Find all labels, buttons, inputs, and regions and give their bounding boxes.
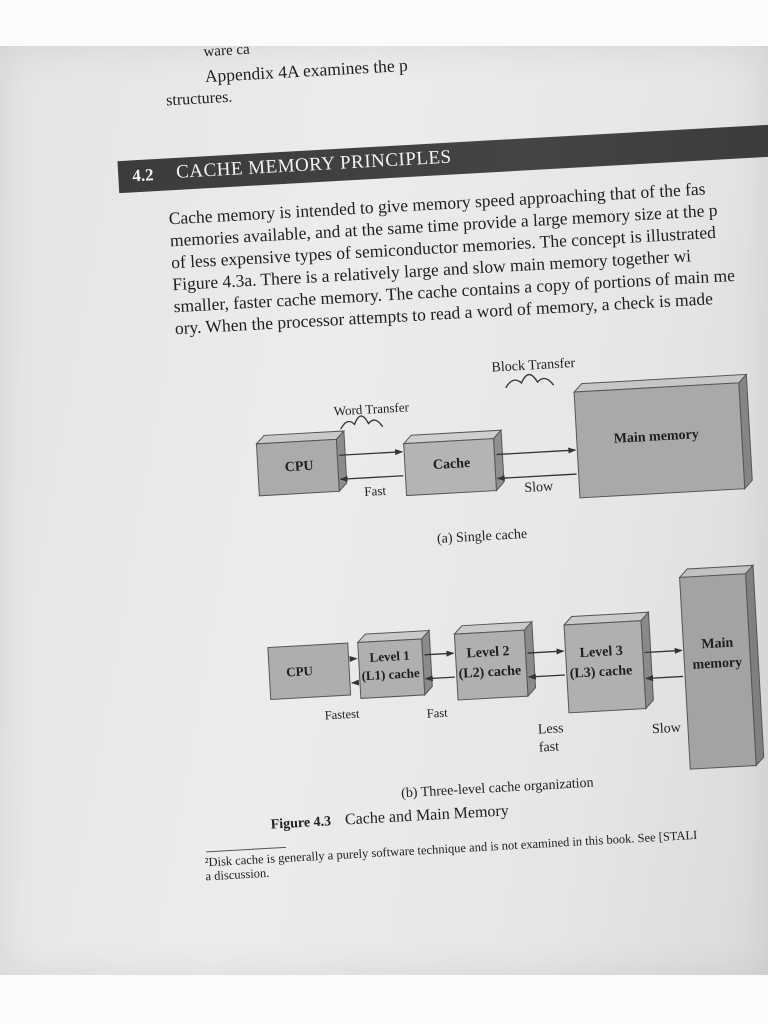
page-content: ware ca Appendix 4A examines the p struc… — [0, 46, 768, 976]
l2-cache-box — [453, 620, 537, 701]
arrow-l3-to-l2 — [527, 673, 565, 680]
arrow-l1-to-l2 — [424, 650, 455, 657]
main-memory-box-a — [572, 373, 753, 499]
arrow-cache-to-cpu — [339, 475, 404, 482]
less-fast-label-line1: Less — [537, 721, 564, 738]
figure-number: Figure 4.3 — [270, 814, 332, 833]
arrow-main-to-l3 — [645, 675, 684, 682]
l3-cache-box — [562, 611, 654, 714]
l1-cache-box — [356, 629, 433, 699]
less-fast-label-line2: fast — [538, 739, 560, 756]
fast-label-a: Fast — [363, 482, 387, 499]
word-transfer-brace — [340, 415, 384, 430]
main-label-line2: memory — [692, 655, 743, 673]
arrow-main-to-cache — [496, 473, 577, 482]
l3-label-line1: Level 3 — [579, 643, 624, 662]
main-memory-box-b — [678, 564, 765, 770]
arrow-l2-to-l1 — [424, 675, 455, 682]
background-bottom — [0, 975, 768, 1024]
arrow-cpu-to-cache — [339, 449, 404, 456]
fast-label-b: Fast — [426, 705, 448, 721]
arrow-cache-to-main — [496, 447, 577, 456]
block-transfer-brace — [505, 373, 555, 389]
l1-label-line2: (L1) cache — [361, 665, 421, 684]
fastest-label: Fastest — [324, 706, 360, 723]
cpu-label-a: CPU — [284, 458, 314, 476]
cpu-box-a — [255, 429, 348, 497]
cache-label-a: Cache — [432, 455, 471, 474]
background-top — [0, 0, 768, 48]
cpu-label-b: CPU — [285, 663, 314, 680]
l1-label-line1: Level 1 — [369, 647, 410, 665]
figure-diagram — [255, 373, 765, 770]
arrow-l2-to-l3 — [527, 648, 565, 655]
arrow-l3-to-main — [644, 647, 683, 654]
cpu-box-b — [267, 642, 352, 700]
book-page: ware ca Appendix 4A examines the p struc… — [0, 46, 768, 976]
slow-label-a: Slow — [523, 479, 554, 496]
main-label-line1: Main — [700, 635, 734, 653]
l2-label-line1: Level 2 — [466, 644, 511, 662]
slow-label-b: Slow — [651, 720, 682, 738]
